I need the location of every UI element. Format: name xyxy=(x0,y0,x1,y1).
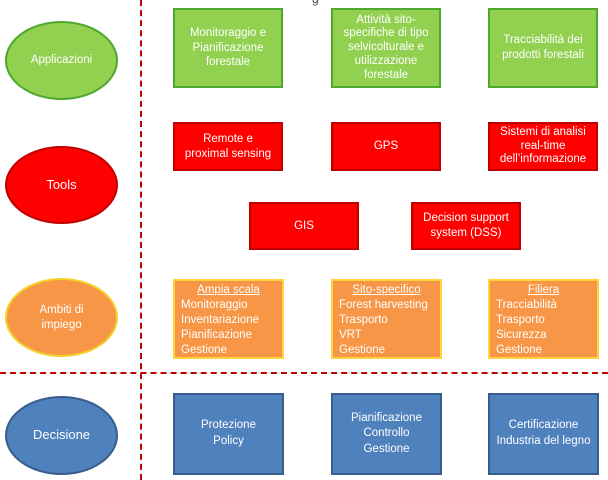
ambiti-box-head: Filiera xyxy=(527,284,560,296)
ambiti-label-line1: Ambiti di xyxy=(39,304,84,317)
ambiti-box-ampia-scala: Ampia scala Monitoraggio Inventariazione… xyxy=(173,279,284,359)
decisione-box-protezione: Protezione Policy xyxy=(173,393,284,475)
tools-box-gps: GPS xyxy=(331,122,441,171)
decisione-ellipse: Decisione xyxy=(5,396,118,475)
ambiti-box-sito-specifico: Sito-specifico Forest harvesting Traspor… xyxy=(331,279,442,359)
header-fragment: g xyxy=(312,0,319,6)
ambiti-box-head: Ampia scala xyxy=(197,284,260,296)
ambiti-box-head: Sito-specifico xyxy=(352,284,421,296)
tools-label: Tools xyxy=(46,176,77,192)
applicazioni-box-attivita: Attività sito- specifiche di tipo selvic… xyxy=(331,8,441,88)
applicazioni-label: Applicazioni xyxy=(30,54,93,67)
ambiti-box-filiera: Filiera Tracciabilità Trasporto Sicurezz… xyxy=(488,279,599,359)
decisione-box-pianificazione: Pianificazione Controllo Gestione xyxy=(331,393,442,475)
ambiti-ellipse: Ambiti di impiego xyxy=(5,278,118,357)
tools-box-sistemi-analisi: Sistemi di analisi real-time dell’inform… xyxy=(488,122,598,171)
applicazioni-ellipse: Applicazioni xyxy=(5,21,118,100)
tools-box-dss: Decision support system (DSS) xyxy=(411,202,521,250)
decisione-box-certificazione: Certificazione Industria del legno xyxy=(488,393,599,475)
horizontal-divider xyxy=(0,372,608,374)
applicazioni-box-monitoraggio: Monitoraggio e Pianificazione forestale xyxy=(173,8,283,88)
tools-box-gis: GIS xyxy=(249,202,359,250)
tools-ellipse: Tools xyxy=(5,146,118,224)
ambiti-label-line2: impiego xyxy=(41,318,82,331)
applicazioni-box-tracciabilita: Tracciabilità dei prodotti forestali xyxy=(488,8,598,88)
decisione-label: Decisione xyxy=(32,427,91,443)
vertical-divider xyxy=(140,0,142,480)
tools-box-remote-sensing: Remote e proximal sensing xyxy=(173,122,283,171)
